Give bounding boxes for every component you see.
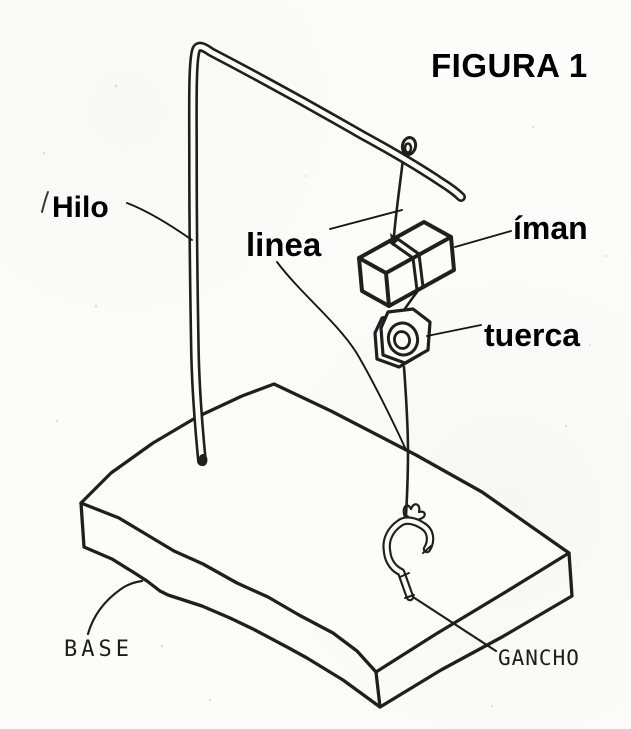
nut-hole-inner [393,330,411,350]
base-pointer-line [86,579,144,636]
magnet-band-knot [390,233,399,246]
hook [382,516,435,602]
stand-wire-core [190,44,464,464]
nut-hole-outer [386,321,420,357]
linea-pointer-line [329,209,403,230]
hilo-pointer-line [126,202,193,241]
tuerca-pointer-line [426,324,482,337]
stand-wire [187,41,466,466]
iman-pointer-line [454,230,512,248]
gancho-pointer-line [411,595,498,653]
stray-scan-mark [41,191,49,213]
thread-knot-on-arm [400,136,418,156]
hook-wire-cut-marks [399,545,432,599]
line-arm-to-magnet [392,157,405,238]
figure-title: FIGURA 1 [431,47,588,84]
label-gancho: GANCHO [498,646,580,670]
linea-pointer-curve [276,261,407,451]
label-tuerca: tuerca [484,317,581,353]
label-base: BASE [64,637,133,662]
line-nut-to-hook [402,365,410,517]
label-hilo: Hilo [52,191,109,224]
base-front-corner-edge [374,670,382,709]
hex-nut [373,307,432,369]
post-bottom-tip [198,454,208,466]
label-iman: íman [513,210,588,246]
hook-core [384,518,433,600]
magnet [357,220,456,308]
label-pointer-lines [126,202,512,337]
base-top-surface [79,382,571,674]
base-side-faces [79,501,574,709]
label-linea: linea [246,226,322,263]
